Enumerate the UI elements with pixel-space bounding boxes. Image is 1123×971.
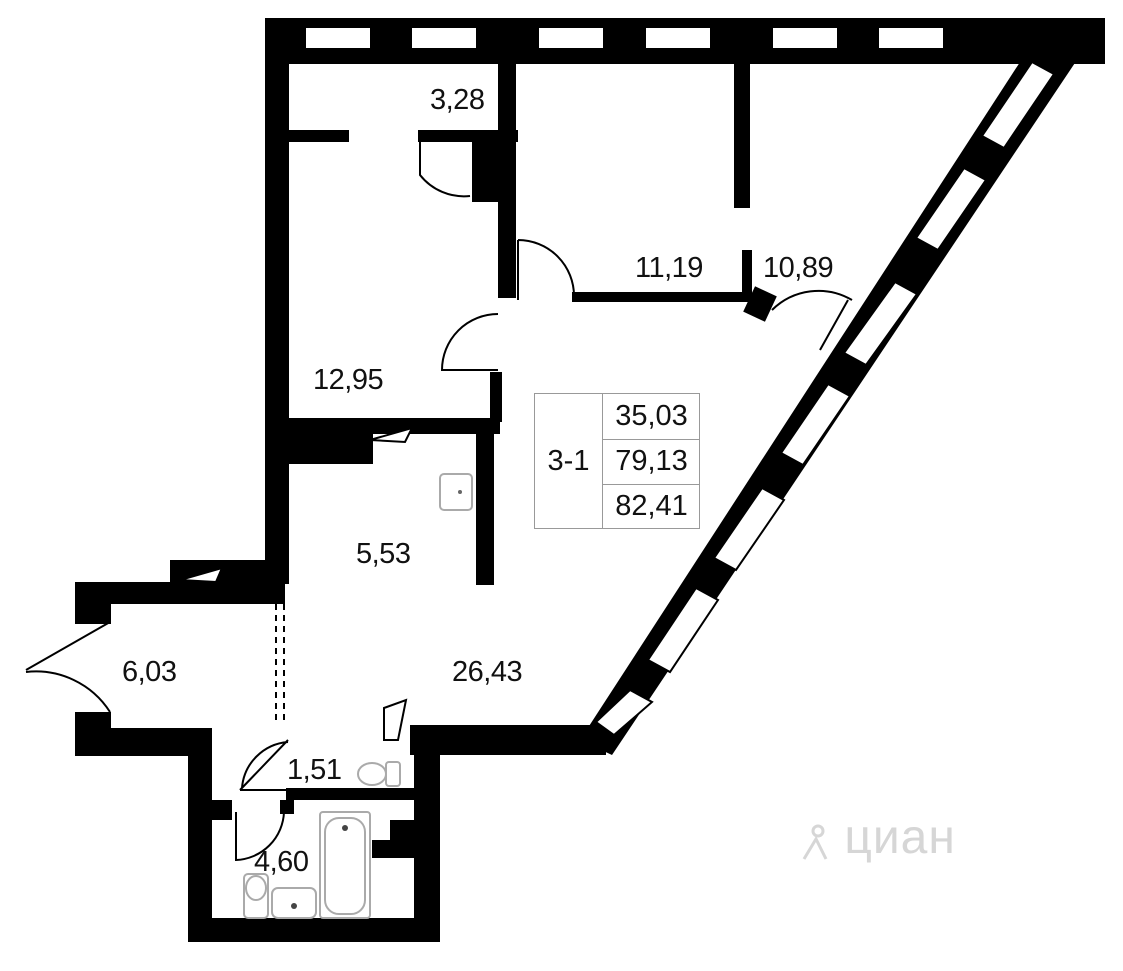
- interior-walls: [210, 58, 777, 858]
- kitchen-sink-icon: [439, 473, 473, 511]
- doors: [25, 140, 853, 862]
- room-area-label: 6,03: [122, 656, 177, 688]
- room-area-label: 5,53: [356, 538, 411, 570]
- room-area-label: 11,19: [635, 252, 703, 284]
- room-area-label: 1,51: [287, 754, 342, 786]
- total-area-value: 79,13: [603, 439, 700, 485]
- room-area-label: 4,60: [254, 846, 309, 878]
- room-area-label: 10,89: [763, 252, 834, 284]
- top-windows: [304, 26, 945, 50]
- fixtures: [243, 473, 473, 919]
- watermark-text: циан: [844, 811, 956, 864]
- cian-logo-icon: [800, 820, 830, 861]
- room-area-label: 3,28: [430, 84, 485, 116]
- room-area-label: 26,43: [452, 656, 523, 688]
- outer-walls: [75, 18, 1105, 942]
- toilet-bath-icon: [243, 873, 269, 919]
- room-area-label: 12,95: [313, 364, 384, 396]
- apartment-summary-table: 3-1 35,03 79,13 82,41: [534, 393, 700, 529]
- diagonal-windows: [594, 60, 1056, 737]
- total-area-with-balcony-value: 82,41: [615, 490, 688, 522]
- toilet-wc-icon: [357, 761, 401, 787]
- bathtub-icon: [319, 811, 371, 919]
- bathroom-sink-icon: [271, 887, 317, 919]
- living-area-value: 35,03: [603, 394, 700, 440]
- watermark: циан: [800, 810, 956, 865]
- apartment-code: 3-1: [535, 394, 603, 528]
